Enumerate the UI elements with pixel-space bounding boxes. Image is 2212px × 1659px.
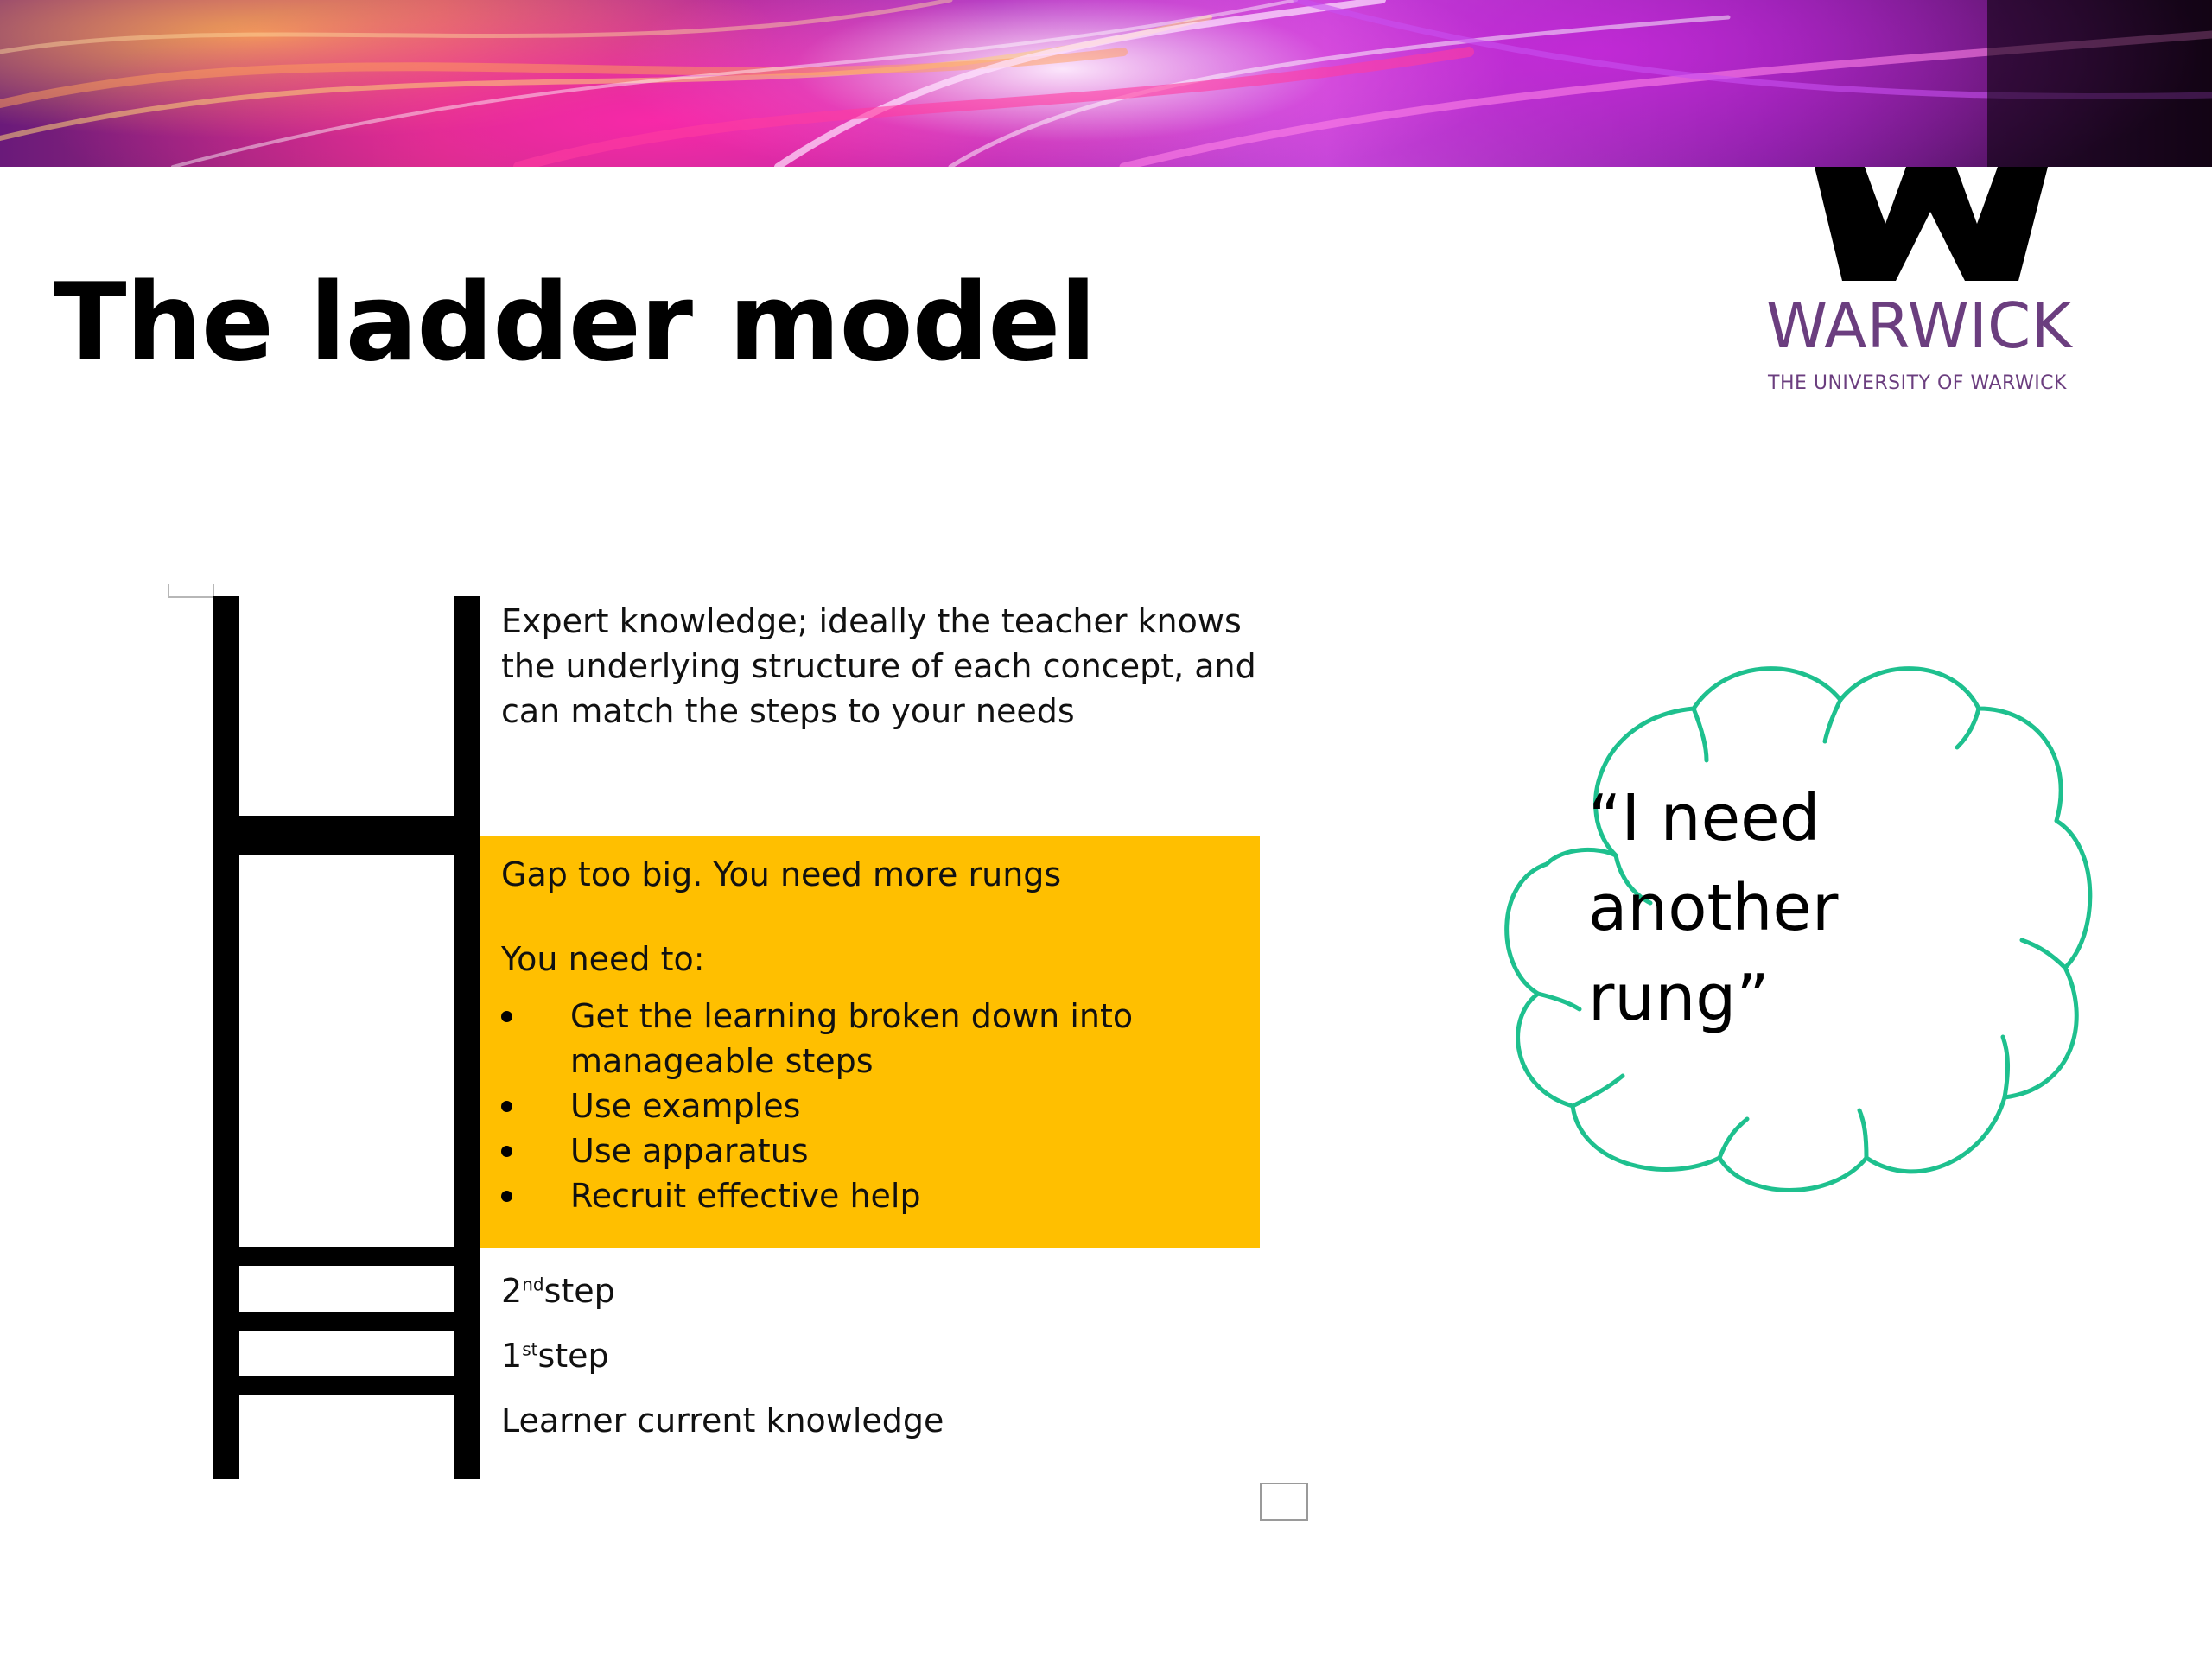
- slide-title: The ladder model: [54, 261, 1096, 385]
- gap-action-list: Get the learning broken down into manage…: [501, 994, 1244, 1218]
- gap-intro: You need to:: [501, 940, 705, 978]
- ladder-rung: [213, 1376, 480, 1395]
- ladder-rung-top: [213, 816, 480, 855]
- object-resize-handle[interactable]: [168, 584, 214, 598]
- banner-light-streaks: [0, 0, 2212, 167]
- thought-bubble-text: “I need another rung”: [1588, 781, 1839, 1035]
- list-item: Use apparatus: [501, 1128, 1244, 1173]
- gap-highlight-box: Gap too big. You need more rungs You nee…: [480, 836, 1260, 1248]
- list-item: Get the learning broken down into manage…: [501, 994, 1244, 1084]
- bullet-icon: [501, 1011, 512, 1022]
- gap-heading: Gap too big. You need more rungs: [501, 855, 1062, 893]
- first-step-label: 1ststep: [501, 1337, 609, 1375]
- ladder-rung: [213, 1247, 480, 1266]
- bullet-icon: [501, 1101, 512, 1112]
- warwick-subtitle: THE UNIVERSITY OF WARWICK: [1768, 372, 2067, 394]
- warwick-wordmark: WARWICK: [1766, 289, 2072, 362]
- list-item: Use examples: [501, 1084, 1244, 1128]
- warwick-logo: WARWICK THE UNIVERSITY OF WARWICK: [1763, 167, 2108, 409]
- expert-knowledge-text: Expert knowledge; ideally the teacher kn…: [501, 602, 1256, 730]
- ladder-rung: [213, 1312, 480, 1331]
- bullet-icon: [501, 1191, 512, 1202]
- bullet-icon: [501, 1146, 512, 1157]
- warwick-w-mark-icon: [1815, 167, 2048, 281]
- header-banner: [0, 0, 2212, 167]
- list-item: Recruit effective help: [501, 1173, 1244, 1218]
- second-step-label: 2ndstep: [501, 1272, 615, 1310]
- ladder-left-rail: [213, 596, 239, 1479]
- empty-placeholder-box[interactable]: [1260, 1483, 1308, 1521]
- ladder-right-rail: [454, 596, 480, 1479]
- thought-cloud-icon: [1504, 666, 2093, 1192]
- learner-current-knowledge-label: Learner current knowledge: [501, 1402, 944, 1440]
